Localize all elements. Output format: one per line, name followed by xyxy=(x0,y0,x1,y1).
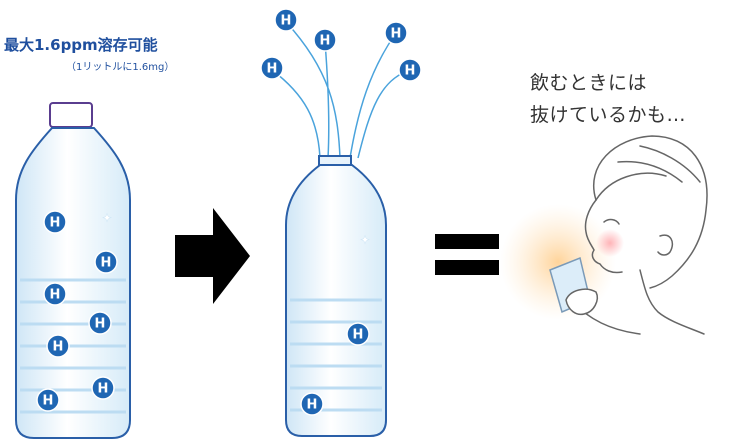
svg-text:H: H xyxy=(101,256,112,271)
svg-text:H: H xyxy=(267,62,278,77)
svg-text:H: H xyxy=(391,27,402,42)
drinking-caption-line1: 飲むときには xyxy=(530,72,648,94)
hydrogen-molecule-icon: H xyxy=(36,388,60,412)
right-arrow-icon xyxy=(175,208,250,304)
bottle-body xyxy=(15,127,131,439)
equals-icon xyxy=(435,234,499,275)
hydrogen-molecule-icon: H xyxy=(46,334,70,358)
hydrogen-molecule-icon: H xyxy=(274,8,298,32)
sparkle-icon: ✦ xyxy=(102,211,112,225)
svg-text:H: H xyxy=(53,340,64,355)
bottle-cap xyxy=(49,102,93,128)
svg-text:H: H xyxy=(405,64,416,79)
hydrogen-molecule-icon: H xyxy=(94,250,118,274)
svg-text:H: H xyxy=(320,34,331,49)
hydrogen-molecule-icon: H xyxy=(260,56,284,80)
hydrogen-molecule-icon: H xyxy=(398,58,422,82)
hydrogen-molecule-icon: H xyxy=(91,376,115,400)
svg-text:H: H xyxy=(307,398,318,413)
svg-text:H: H xyxy=(50,288,61,303)
hydrogen-molecule-icon: H xyxy=(43,282,67,306)
woman-drinking-illustration xyxy=(500,135,708,335)
sparkle-icon: ✦ xyxy=(360,233,370,247)
svg-text:H: H xyxy=(281,14,292,29)
hydrogen-molecule-icon: H xyxy=(43,210,67,234)
hydrogen-molecule-icon: H xyxy=(384,21,408,45)
drinking-caption-line2: 抜けているかも… xyxy=(530,104,687,126)
svg-text:H: H xyxy=(353,328,364,343)
hydrogen-molecule-icon: H xyxy=(300,392,324,416)
max-dissolved-caption: 最大1.6ppm溶存可能 xyxy=(4,36,158,54)
hydrogen-molecule-icon: H xyxy=(88,311,112,335)
bottle-ridges xyxy=(290,298,382,412)
hydrogen-molecule-icon: H xyxy=(346,322,370,346)
hydrogen-molecule-icon: H xyxy=(313,28,337,52)
escape-trails xyxy=(271,21,411,159)
open-bottle: ✦ xyxy=(271,21,411,437)
dissolved-hydrogen-group: H H H H H H H xyxy=(36,210,118,412)
escaping-hydrogen-group: H H H H H H H xyxy=(260,8,422,416)
bottle-neck xyxy=(318,155,352,166)
svg-text:H: H xyxy=(98,382,109,397)
svg-text:H: H xyxy=(50,216,61,231)
svg-text:H: H xyxy=(95,317,106,332)
svg-text:H: H xyxy=(43,394,54,409)
max-dissolved-subcaption: （1リットルに1.6mg） xyxy=(66,62,175,73)
